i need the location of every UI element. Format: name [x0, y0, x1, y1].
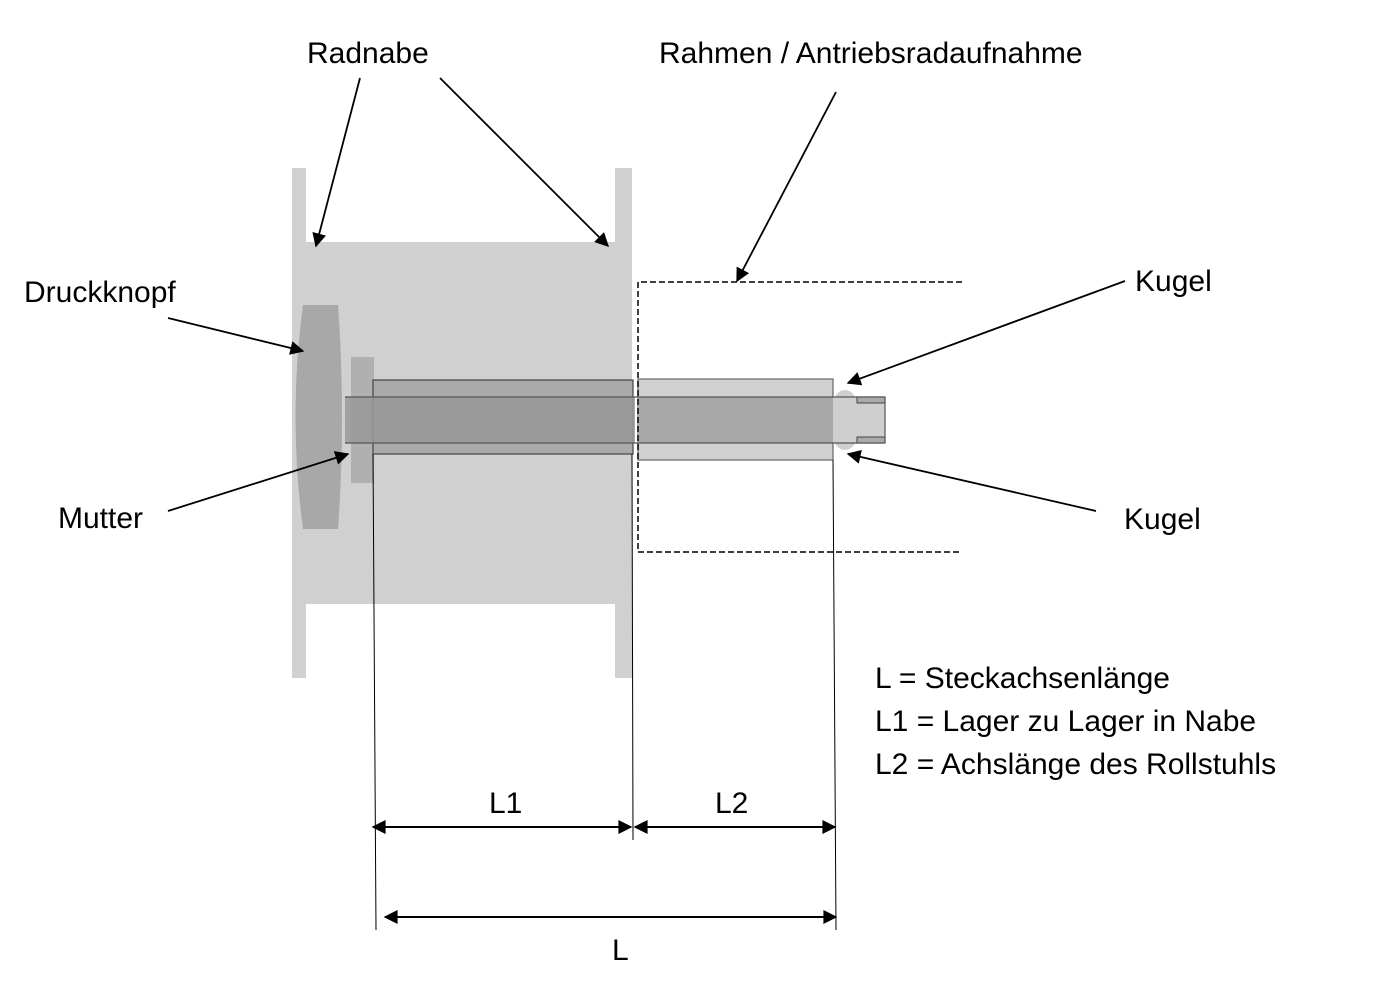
- legend-item: L = Steckachsenlänge: [875, 662, 1170, 695]
- push-button-knob: [295, 305, 342, 529]
- quick-release-axle: [345, 396, 886, 444]
- extension-lines: [372, 453, 837, 931]
- label-kugel-bottom: Kugel: [1124, 503, 1201, 536]
- legend: L = Steckachsenlänge L1 = Lager zu Lager…: [875, 662, 1276, 781]
- legend-item: L2 = Achslänge des Rollstuhls: [875, 748, 1276, 781]
- frame-outline: [637, 281, 962, 553]
- dimension-label-l: L: [612, 934, 629, 967]
- legend-item: L1 = Lager zu Lager in Nabe: [875, 705, 1256, 738]
- label-rahmen: Rahmen / Antriebsradaufnahme: [659, 37, 1083, 70]
- leader-arrows: [167, 77, 1126, 512]
- dimension-label-l1: L1: [489, 787, 522, 820]
- dimension-lines: [371, 820, 838, 924]
- dimension-label-l2: L2: [715, 787, 748, 820]
- label-mutter: Mutter: [58, 502, 143, 535]
- label-radnabe: Radnabe: [307, 37, 429, 70]
- label-kugel-top: Kugel: [1135, 265, 1212, 298]
- label-druckknopf: Druckknopf: [24, 276, 176, 309]
